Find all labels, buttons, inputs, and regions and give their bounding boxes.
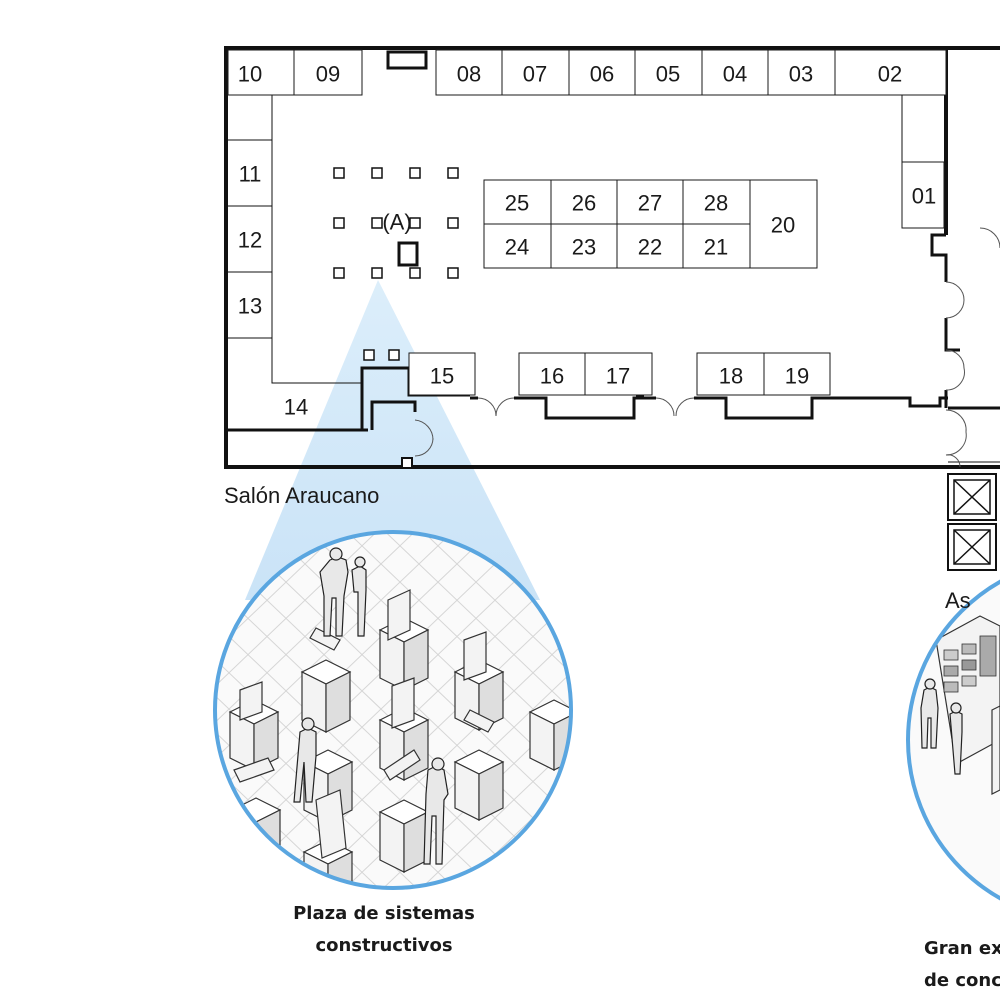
booths: 10 09 08 07 06 05 04 03 bbox=[227, 49, 947, 420]
zone-a[interactable]: (A) bbox=[333, 167, 459, 361]
booth-14[interactable]: 14 bbox=[284, 395, 308, 420]
booth-label: 17 bbox=[606, 364, 630, 389]
caption-right-line2: de conc bbox=[924, 970, 1000, 991]
zone-marker: (A) bbox=[382, 210, 411, 235]
booth-19[interactable]: 19 bbox=[763, 352, 831, 396]
booth-28[interactable]: 28 bbox=[682, 179, 751, 225]
booth-label: 12 bbox=[238, 228, 262, 253]
booth-label: 07 bbox=[523, 62, 547, 87]
right-hall-label: As bbox=[945, 588, 971, 613]
booth-label: 14 bbox=[284, 395, 308, 420]
booth-label: 16 bbox=[540, 364, 564, 389]
booth-02[interactable]: 02 bbox=[834, 49, 947, 163]
booth-label: 01 bbox=[912, 184, 936, 209]
booth-label: 09 bbox=[316, 62, 340, 87]
booth-label: 15 bbox=[430, 364, 454, 389]
booth-09[interactable]: 09 bbox=[293, 49, 363, 96]
booth-22[interactable]: 22 bbox=[616, 223, 684, 269]
booth-05[interactable]: 05 bbox=[634, 49, 703, 96]
isometric-scene-right bbox=[920, 615, 1000, 795]
booth-20[interactable]: 20 bbox=[749, 179, 818, 269]
booth-label: 04 bbox=[723, 62, 747, 87]
booth-label: 06 bbox=[590, 62, 614, 87]
booth-07[interactable]: 07 bbox=[501, 49, 570, 96]
elevators bbox=[947, 473, 997, 571]
booth-label: 23 bbox=[572, 235, 596, 260]
zoom-circle-right bbox=[906, 579, 1000, 901]
booth-17[interactable]: 17 bbox=[584, 352, 653, 396]
zoom-circle-left bbox=[213, 530, 573, 890]
booth-03[interactable]: 03 bbox=[767, 49, 836, 96]
booth-label: 24 bbox=[505, 235, 529, 260]
booth-label: 08 bbox=[457, 62, 481, 87]
caption-left-line1: Plaza de sistemas bbox=[293, 903, 475, 924]
doors bbox=[414, 227, 1000, 468]
booth-label: 22 bbox=[638, 235, 662, 260]
booth-23[interactable]: 23 bbox=[550, 223, 618, 269]
booth-label: 21 bbox=[704, 235, 728, 260]
zoom-cone bbox=[245, 280, 540, 600]
booth-label: 19 bbox=[785, 364, 809, 389]
booth-label: 13 bbox=[238, 294, 262, 319]
booth-label: 20 bbox=[771, 213, 795, 238]
booth-25[interactable]: 25 bbox=[483, 179, 552, 225]
booth-label: 05 bbox=[656, 62, 680, 87]
booth-label: 25 bbox=[505, 191, 529, 216]
booth-27[interactable]: 27 bbox=[616, 179, 684, 225]
booth-01[interactable]: 01 bbox=[901, 161, 945, 229]
booth-11[interactable]: 11 bbox=[239, 162, 262, 187]
booth-04[interactable]: 04 bbox=[701, 49, 769, 96]
booth-label: 02 bbox=[878, 62, 902, 87]
booth-21[interactable]: 21 bbox=[682, 223, 751, 269]
caption-left-line2: constructivos bbox=[315, 935, 452, 956]
booth-13[interactable]: 13 bbox=[238, 294, 262, 319]
isometric-scene bbox=[215, 532, 571, 888]
booth-26[interactable]: 26 bbox=[550, 179, 618, 225]
booth-label: 11 bbox=[239, 162, 262, 187]
booth-24[interactable]: 24 bbox=[483, 223, 552, 269]
booth-16[interactable]: 16 bbox=[518, 352, 586, 396]
booth-label: 28 bbox=[704, 191, 728, 216]
booth-08[interactable]: 08 bbox=[435, 49, 503, 96]
caption-right-line1: Gran ex bbox=[924, 938, 1000, 959]
booth-label: 03 bbox=[789, 62, 813, 87]
booth-label: 27 bbox=[638, 191, 662, 216]
booth-12[interactable]: 12 bbox=[238, 228, 262, 253]
booth-06[interactable]: 06 bbox=[568, 49, 636, 96]
booth-label: 26 bbox=[572, 191, 596, 216]
hall-label: Salón Araucano bbox=[224, 483, 379, 508]
booth-10[interactable]: 10 bbox=[227, 49, 295, 96]
booth-label: 10 bbox=[238, 62, 262, 87]
booth-15[interactable]: 15 bbox=[408, 352, 476, 396]
booth-18[interactable]: 18 bbox=[696, 352, 765, 396]
booth-label: 18 bbox=[719, 364, 743, 389]
